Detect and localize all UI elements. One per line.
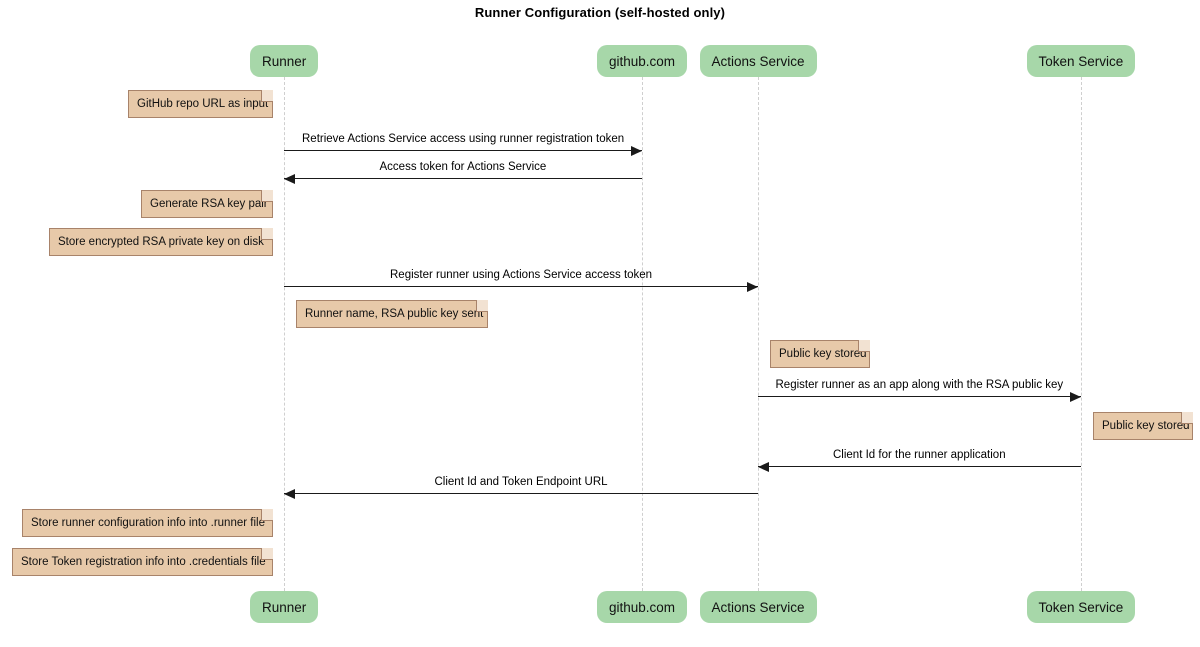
participant-token-top[interactable]: Token Service <box>1026 45 1136 77</box>
message-label-msg-2: Access token for Actions Service <box>379 161 547 173</box>
participant-github-bottom[interactable]: github.com <box>597 591 688 623</box>
note-fold-corner-icon <box>261 90 273 102</box>
arrow-head-msg-1 <box>631 146 642 156</box>
note-fold-corner-icon <box>261 190 273 202</box>
note-fold-corner-icon <box>1181 412 1193 424</box>
note-fold-corner-icon <box>261 228 273 240</box>
message-label-msg-4: Register runner as an app along with the… <box>775 379 1064 391</box>
note-fold-corner-icon <box>476 300 488 312</box>
message-line-msg-5 <box>758 466 1081 467</box>
message-label-msg-1: Retrieve Actions Service access using ru… <box>302 133 625 145</box>
lifeline-actions <box>758 77 759 591</box>
message-line-msg-4 <box>758 396 1081 397</box>
participant-actions-bottom[interactable]: Actions Service <box>699 591 817 623</box>
participant-label: Actions Service <box>711 53 805 69</box>
note-text: Generate RSA key pair <box>150 198 268 210</box>
lifeline-runner <box>284 77 285 591</box>
message-line-msg-6 <box>284 493 758 494</box>
note-note-1: GitHub repo URL as input <box>128 90 273 118</box>
note-text: Store Token registration info into .cred… <box>21 556 266 568</box>
arrow-head-msg-5 <box>758 462 769 472</box>
note-text: Public key stored <box>779 348 867 360</box>
message-line-msg-3 <box>284 286 758 287</box>
message-line-msg-2 <box>284 178 642 179</box>
note-note-8: Store Token registration info into .cred… <box>12 548 273 576</box>
note-note-4: Runner name, RSA public key sent <box>296 300 488 328</box>
message-line-msg-1 <box>284 150 642 151</box>
arrow-head-msg-4 <box>1070 392 1081 402</box>
note-note-5: Public key stored <box>770 340 870 368</box>
arrow-head-msg-6 <box>284 489 295 499</box>
note-note-3: Store encrypted RSA private key on disk <box>49 228 273 256</box>
participant-label: Runner <box>262 53 307 69</box>
arrow-head-msg-3 <box>747 282 758 292</box>
note-text: Public key stored <box>1102 420 1190 432</box>
participant-github-top[interactable]: github.com <box>597 45 688 77</box>
participant-label: Actions Service <box>711 599 805 615</box>
message-label-msg-3: Register runner using Actions Service ac… <box>390 269 653 281</box>
page-title: Runner Configuration (self-hosted only) <box>474 5 726 20</box>
note-fold-corner-icon <box>261 509 273 521</box>
note-fold-corner-icon <box>858 340 870 352</box>
participant-runner-top[interactable]: Runner <box>250 45 319 77</box>
lifeline-token <box>1081 77 1082 591</box>
message-label-msg-6: Client Id and Token Endpoint URL <box>434 476 608 488</box>
note-fold-corner-icon <box>261 548 273 560</box>
lifeline-github <box>642 77 643 591</box>
note-text: Runner name, RSA public key sent <box>305 308 484 320</box>
participant-label: github.com <box>609 53 676 69</box>
participant-label: github.com <box>609 599 676 615</box>
note-text: Store encrypted RSA private key on disk <box>58 236 264 248</box>
note-note-6: Public key stored <box>1093 412 1193 440</box>
participant-label: Runner <box>262 599 307 615</box>
participant-runner-bottom[interactable]: Runner <box>250 591 319 623</box>
message-label-msg-5: Client Id for the runner application <box>833 449 1006 461</box>
participant-label: Token Service <box>1038 53 1124 69</box>
arrow-head-msg-2 <box>284 174 295 184</box>
note-text: Store runner configuration info into .ru… <box>31 517 265 529</box>
note-note-7: Store runner configuration info into .ru… <box>22 509 273 537</box>
participant-label: Token Service <box>1038 599 1124 615</box>
participant-token-bottom[interactable]: Token Service <box>1026 591 1136 623</box>
note-text: GitHub repo URL as input <box>137 98 269 110</box>
note-note-2: Generate RSA key pair <box>141 190 273 218</box>
participant-actions-top[interactable]: Actions Service <box>699 45 817 77</box>
